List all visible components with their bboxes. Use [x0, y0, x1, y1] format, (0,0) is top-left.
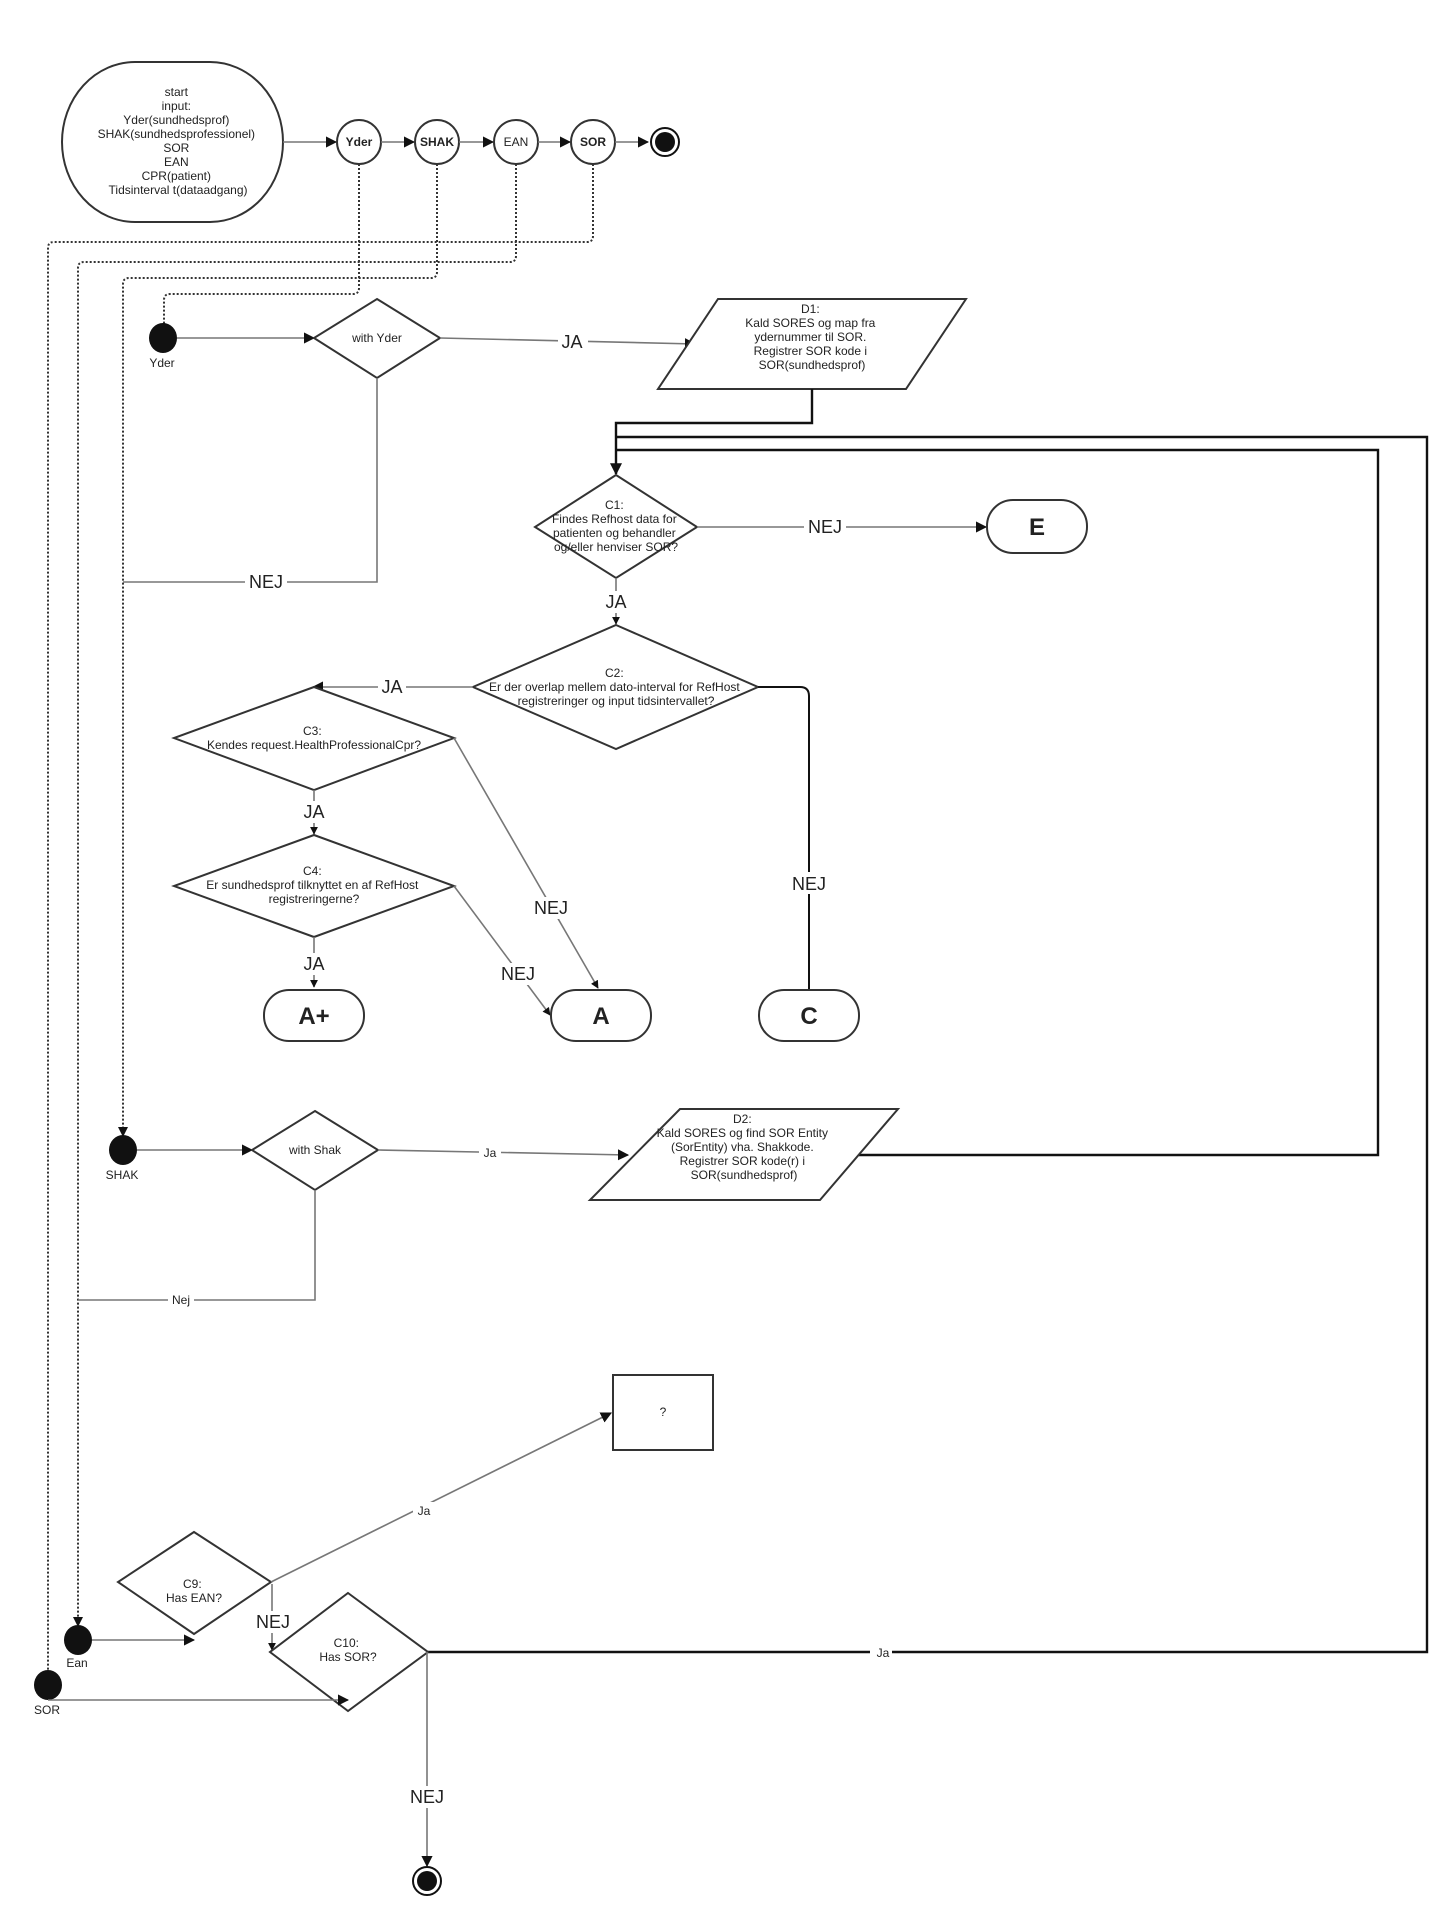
svg-text:C2: Er der overlap melle: C2: Er der overlap mellem dato-interval … — [489, 666, 743, 708]
terminal-a-plus[interactable]: A+ — [263, 989, 365, 1042]
svg-text:SOR: SOR — [34, 1703, 60, 1717]
terminal-e[interactable]: E — [986, 499, 1088, 554]
label-c2-ja: JA — [381, 677, 402, 697]
entry-ean[interactable]: Ean — [64, 1625, 92, 1670]
svg-text:C4: Er sundhedsprof tilk: C4: Er sundhedsprof tilknyttet en af Ref… — [206, 864, 421, 906]
terminal-c[interactable]: C — [758, 989, 860, 1042]
label-c3-ja: JA — [303, 802, 324, 822]
decision-c9[interactable]: C9: Has EAN? — [116, 1530, 273, 1636]
svg-text:SOR: SOR — [580, 135, 606, 149]
state-sor[interactable]: SOR — [570, 119, 616, 165]
start-node[interactable]: start input: Yder(sundhedsprof) SHAK(sun… — [61, 61, 284, 223]
edge-d1-c1 — [610, 389, 814, 476]
label-shak-nej: Nej — [172, 1293, 190, 1307]
svg-text:E: E — [1029, 514, 1045, 541]
label-c10-ja: Ja — [877, 1646, 890, 1660]
label-c4-nej: NEJ — [501, 964, 535, 984]
label-c2-nej: NEJ — [792, 874, 826, 894]
decision-with-yder[interactable]: with Yder — [312, 297, 442, 380]
state-shak[interactable]: SHAK — [414, 119, 460, 165]
edge-d2-loop — [616, 448, 1380, 1157]
end-node-bottom — [412, 1866, 442, 1896]
label-shak-ja: Ja — [484, 1146, 497, 1160]
edge-c3-nej — [453, 737, 599, 989]
svg-text:Ean: Ean — [66, 1656, 87, 1670]
decision-c4[interactable]: C4: Er sundhedsprof tilknyttet en af Ref… — [171, 833, 457, 939]
svg-text:SHAK: SHAK — [106, 1168, 139, 1182]
decision-c1[interactable]: C1: Findes Refhost data for patienten og… — [533, 473, 699, 580]
svg-text:Yder: Yder — [346, 135, 373, 149]
decision-with-shak[interactable]: with Shak — [250, 1109, 380, 1192]
process-d1[interactable]: D1: Kald SORES og map fra ydernummer til… — [656, 298, 968, 390]
svg-text:A+: A+ — [298, 1003, 329, 1030]
entry-shak[interactable]: SHAK — [106, 1135, 139, 1182]
svg-text:D1: Kald SORES og map fr: D1: Kald SORES og map fra ydernummer til… — [745, 302, 878, 372]
edge-c4-nej — [453, 885, 551, 1016]
svg-text:A: A — [592, 1003, 609, 1030]
edge-c10-ja-loop — [428, 435, 1429, 1654]
edge-c2-nej — [758, 686, 810, 990]
label-yder-ja: JA — [561, 332, 582, 352]
decision-c3[interactable]: C3: Kendes request.HealthProfessionalCpr… — [171, 685, 457, 792]
svg-text:?: ? — [660, 1405, 667, 1419]
edge-shak-nej — [78, 1190, 316, 1301]
terminal-a[interactable]: A — [550, 989, 652, 1042]
label-c9-nej: NEJ — [256, 1612, 290, 1632]
state-ean[interactable]: EAN — [493, 119, 539, 165]
dotted-yder — [163, 164, 360, 326]
label-c1-nej: NEJ — [808, 517, 842, 537]
svg-text:EAN: EAN — [504, 135, 529, 149]
svg-text:C3: Kendes request.Healt: C3: Kendes request.HealthProfessionalCpr… — [207, 724, 421, 752]
label-yder-nej: NEJ — [249, 572, 283, 592]
svg-text:C9: Has EAN?: C9: Has EAN? — [166, 1577, 222, 1605]
svg-text:C10: Has SOR?: C10: Has SOR? — [319, 1636, 377, 1664]
edge-c9-ja — [270, 1412, 613, 1583]
label-c1-ja: JA — [605, 592, 626, 612]
svg-text:with Shak: with Shak — [288, 1143, 342, 1157]
svg-text:C: C — [800, 1003, 817, 1030]
label-c3-nej: NEJ — [534, 898, 568, 918]
edge-yder-nej — [123, 378, 378, 583]
dotted-sor — [47, 164, 594, 1676]
svg-text:with Yder: with Yder — [351, 331, 402, 345]
svg-text:C1: Findes Refhost data: C1: Findes Refhost data for patienten og… — [552, 498, 680, 554]
label-c9-ja: Ja — [418, 1504, 431, 1518]
entry-yder[interactable]: Yder — [149, 323, 177, 370]
dotted-shak — [118, 164, 438, 1137]
start-label: start input: Yder(sundhedsprof) SHAK(sun… — [98, 85, 259, 197]
decision-c2[interactable]: C2: Er der overlap mellem dato-interval … — [470, 623, 761, 751]
edge-shak-ja — [377, 1149, 630, 1161]
entry-sor[interactable]: SOR — [34, 1670, 62, 1717]
end-node-top — [650, 127, 680, 157]
svg-text:Yder: Yder — [149, 356, 174, 370]
label-c10-nej: NEJ — [410, 1787, 444, 1807]
state-yder[interactable]: Yder — [336, 119, 382, 165]
decision-c10[interactable]: C10: Has SOR? — [268, 1591, 430, 1713]
svg-text:SHAK: SHAK — [420, 135, 454, 149]
label-c4-ja: JA — [303, 954, 324, 974]
process-d2[interactable]: D2: Kald SORES og find SOR Entity (SorEn… — [587, 1108, 901, 1201]
svg-text:D2: Kald SORES og find S: D2: Kald SORES og find SOR Entity (SorEn… — [657, 1112, 832, 1182]
process-unknown[interactable]: ? — [612, 1374, 714, 1451]
